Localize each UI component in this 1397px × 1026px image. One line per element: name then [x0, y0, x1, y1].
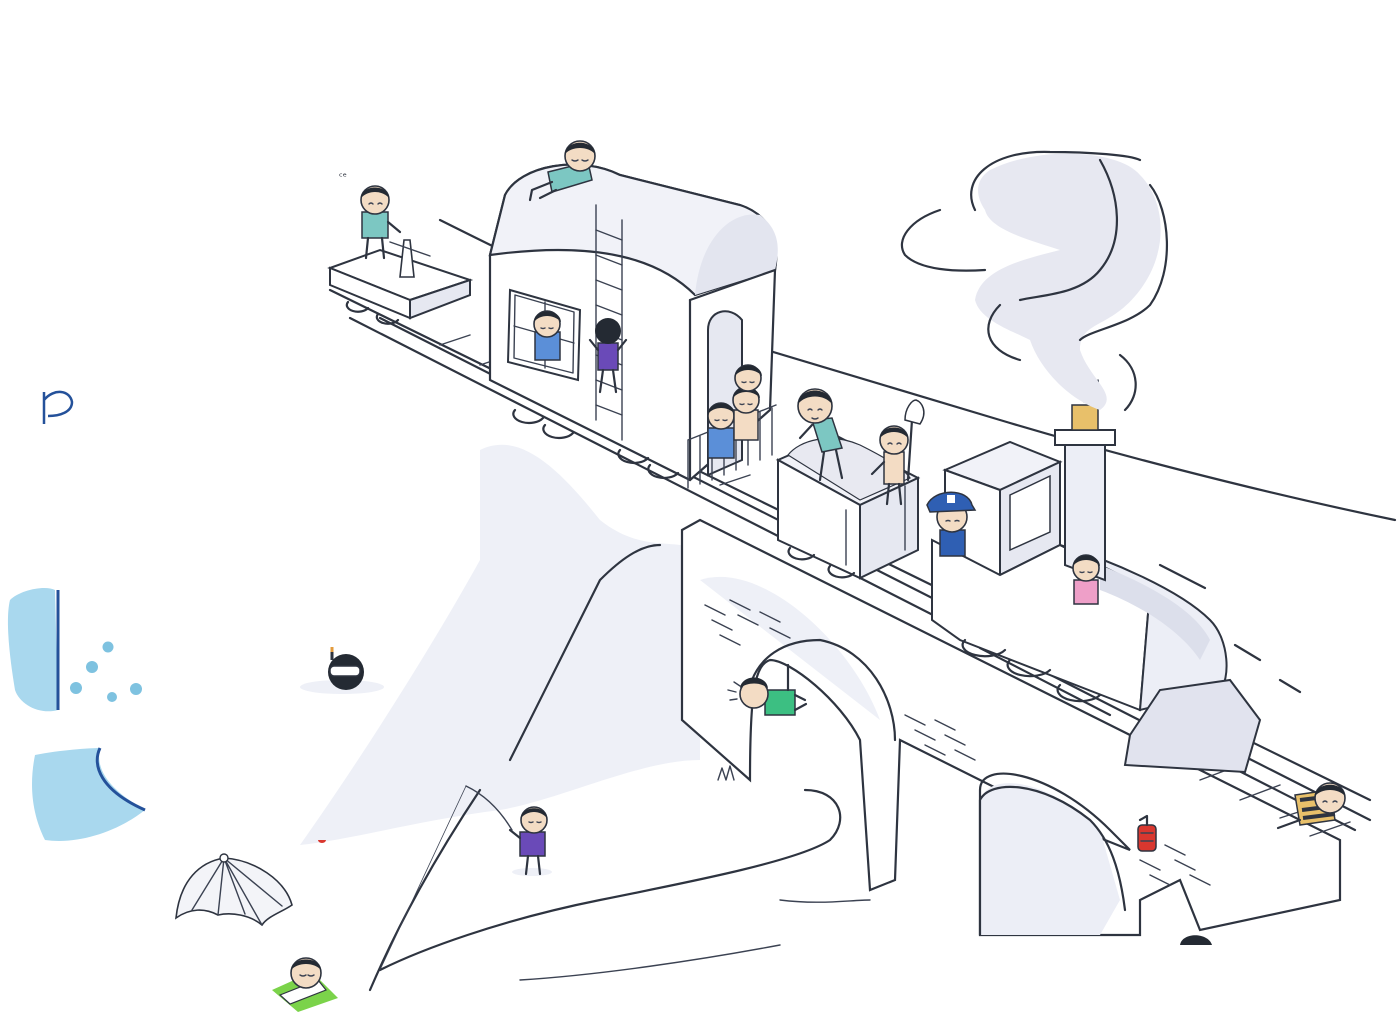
viaduct-bridge [680, 518, 1342, 937]
beach-umbrella-icon [175, 853, 293, 927]
track-edge-person [1276, 782, 1346, 830]
locomotive-wheels [961, 638, 1112, 717]
steam-locomotive-icon [931, 379, 1302, 774]
pool [7, 390, 146, 841]
fire-extinguisher-icon [1137, 814, 1157, 852]
hanging-person [727, 663, 808, 716]
coal-pile-person [797, 388, 844, 482]
door-people [707, 364, 762, 459]
boiler-passenger [1072, 554, 1100, 605]
ladder-climber [588, 318, 628, 394]
tender-car [775, 433, 921, 580]
bubble [130, 683, 142, 695]
bubble [102, 641, 114, 653]
partial-head [1180, 935, 1212, 945]
flatcar [327, 239, 474, 325]
window-person [533, 310, 561, 361]
car-wheels [512, 408, 680, 480]
grass-tuft [717, 765, 735, 781]
bubble [86, 661, 98, 673]
fisherman [379, 785, 552, 971]
bubble [70, 682, 82, 694]
roof-person [528, 140, 596, 202]
shovel-person [870, 399, 925, 506]
handcar-person: ᶜᵉ [339, 172, 402, 260]
engineer [926, 491, 977, 557]
bubble [107, 692, 117, 702]
smoke-plume [900, 150, 1168, 412]
effort-squiggle: ᶜᵉ [339, 172, 347, 183]
snorkel-mask-icon [300, 647, 384, 694]
passenger-car [488, 163, 778, 489]
red-dot [318, 840, 326, 843]
sunbather [272, 957, 338, 1012]
brickwork [704, 599, 1211, 886]
